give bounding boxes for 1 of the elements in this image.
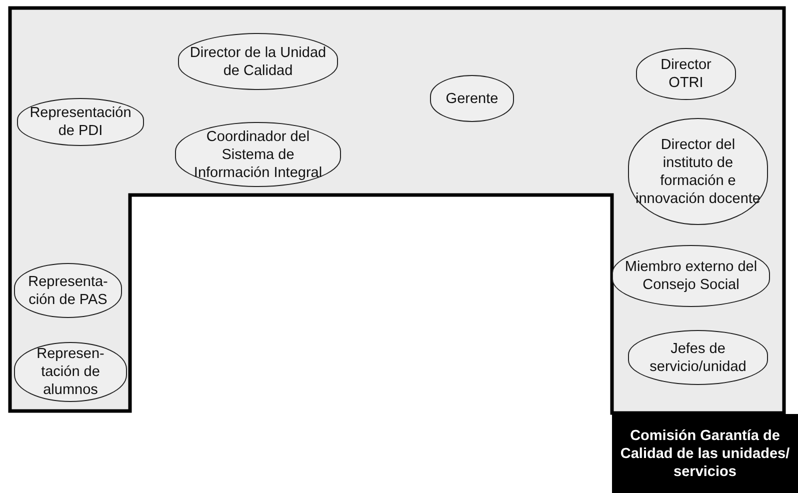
committee-title: Comisión Garantía de Calidad de las unidades/ servicios xyxy=(612,414,798,493)
